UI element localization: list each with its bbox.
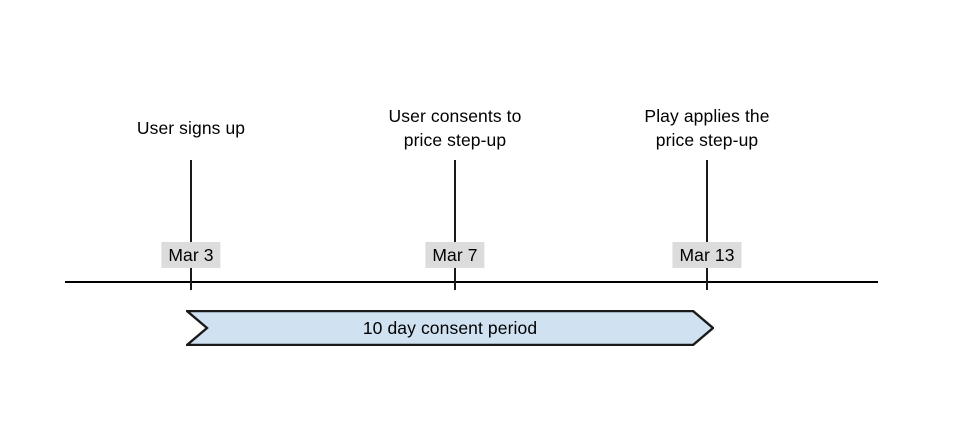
- event-tick-signup: [190, 160, 192, 290]
- event-date-badge-consent: Mar 7: [425, 242, 485, 268]
- event-tick-consent: [454, 160, 456, 290]
- event-label-consent: User consents to price step-up: [388, 106, 522, 150]
- event-label-applied: Play applies the price step-up: [644, 106, 770, 150]
- consent-period-label: 10 day consent period: [362, 317, 538, 338]
- event-date-badge-applied: Mar 13: [672, 242, 742, 268]
- event-label-signup: User signs up: [136, 118, 246, 138]
- consent-period-banner[interactable]: 10 day consent period: [186, 310, 714, 346]
- consent-period-arrow-shape: [186, 310, 714, 346]
- event-tick-applied: [706, 160, 708, 290]
- timeline-axis: [65, 281, 878, 283]
- event-date-badge-signup: Mar 3: [161, 242, 221, 268]
